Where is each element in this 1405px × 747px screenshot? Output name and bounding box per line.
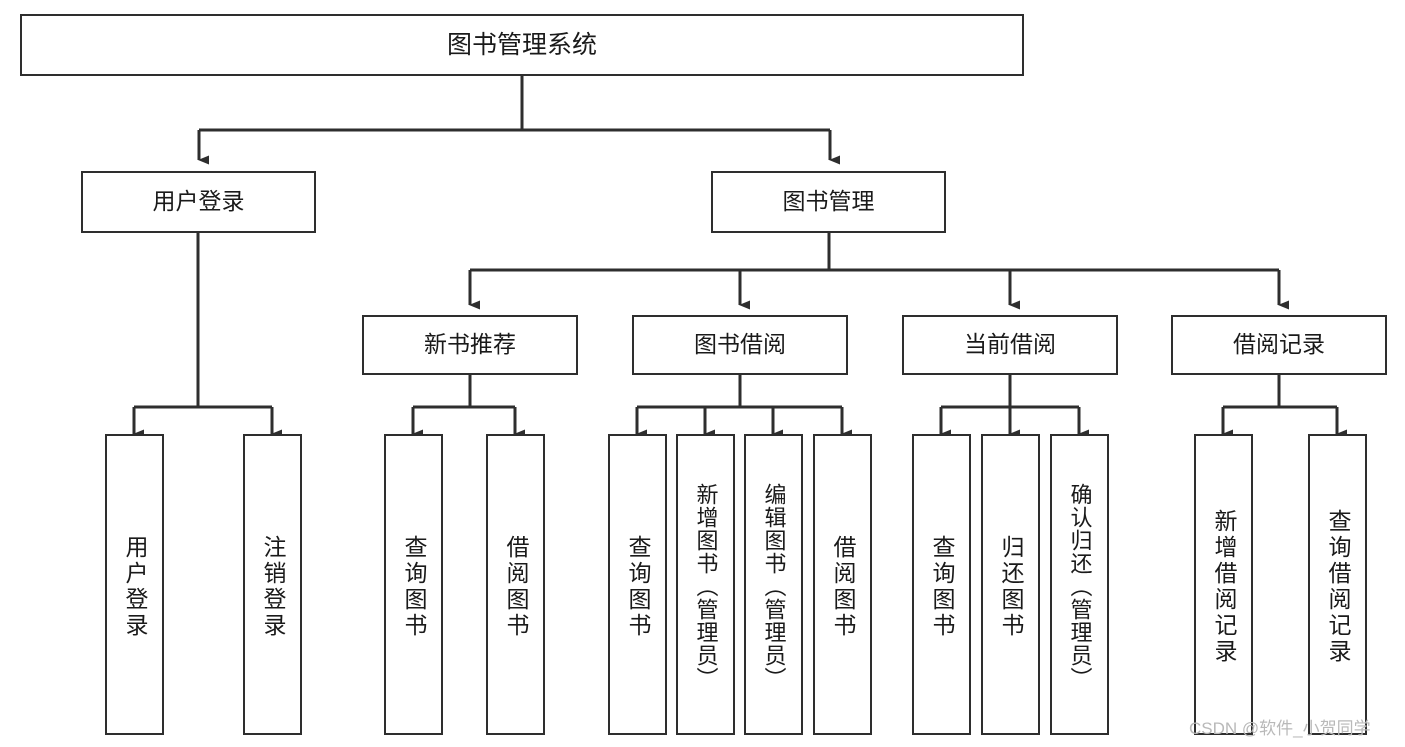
node-current-borrowing[interactable]: 当前借阅 (902, 315, 1118, 375)
node-label: 图书管理系统 (446, 31, 597, 59)
node-leaf-logout[interactable]: 注销登录 (243, 434, 302, 735)
node-label: 查询图书 (929, 534, 955, 639)
node-label: 借阅记录 (1233, 331, 1325, 358)
node-leaf-return-books[interactable]: 归还图书 (981, 434, 1040, 735)
node-new-book-recommendation[interactable]: 新书推荐 (362, 315, 578, 375)
node-leaf-borrow-books-newbook[interactable]: 借阅图书 (486, 434, 545, 735)
node-label: 当前借阅 (964, 331, 1056, 358)
node-label: 注销登录 (260, 534, 286, 639)
node-label: 借阅图书 (830, 534, 856, 639)
node-label: 图书借阅 (694, 331, 786, 358)
node-label: 新增图书（管理员） (693, 483, 719, 690)
node-label: 查询图书 (401, 534, 427, 639)
node-leaf-query-borrow-record[interactable]: 查询借阅记录 (1308, 434, 1367, 735)
node-label: 图书管理 (782, 188, 875, 215)
node-leaf-user-login[interactable]: 用户登录 (105, 434, 164, 735)
node-leaf-query-books-current[interactable]: 查询图书 (912, 434, 971, 735)
node-book-borrowing[interactable]: 图书借阅 (632, 315, 848, 375)
node-user-login[interactable]: 用户登录 (81, 171, 316, 233)
node-label: 借阅图书 (503, 534, 529, 639)
node-label: 用户登录 (152, 188, 245, 215)
node-label: 编辑图书（管理员） (761, 483, 787, 690)
node-borrowing-records[interactable]: 借阅记录 (1171, 315, 1387, 375)
node-leaf-add-borrow-record[interactable]: 新增借阅记录 (1194, 434, 1253, 735)
node-label: 归还图书 (998, 534, 1024, 639)
csdn-watermark: CSDN @软件_小贺同学 (1189, 719, 1371, 738)
node-label: 新书推荐 (424, 331, 516, 358)
node-label: 新增借阅记录 (1211, 508, 1237, 665)
node-label: 用户登录 (122, 534, 148, 639)
node-leaf-borrow-books[interactable]: 借阅图书 (813, 434, 872, 735)
node-label: 查询借阅记录 (1325, 508, 1351, 665)
node-root-book-management-system[interactable]: 图书管理系统 (20, 14, 1024, 76)
node-label: 查询图书 (625, 534, 651, 639)
node-leaf-confirm-return-admin[interactable]: 确认归还（管理员） (1050, 434, 1109, 735)
node-leaf-query-books-borrow[interactable]: 查询图书 (608, 434, 667, 735)
node-book-management[interactable]: 图书管理 (711, 171, 946, 233)
node-leaf-query-books-newbook[interactable]: 查询图书 (384, 434, 443, 735)
node-leaf-edit-book-admin[interactable]: 编辑图书（管理员） (744, 434, 803, 735)
node-label: 确认归还（管理员） (1067, 483, 1093, 690)
node-leaf-add-book-admin[interactable]: 新增图书（管理员） (676, 434, 735, 735)
